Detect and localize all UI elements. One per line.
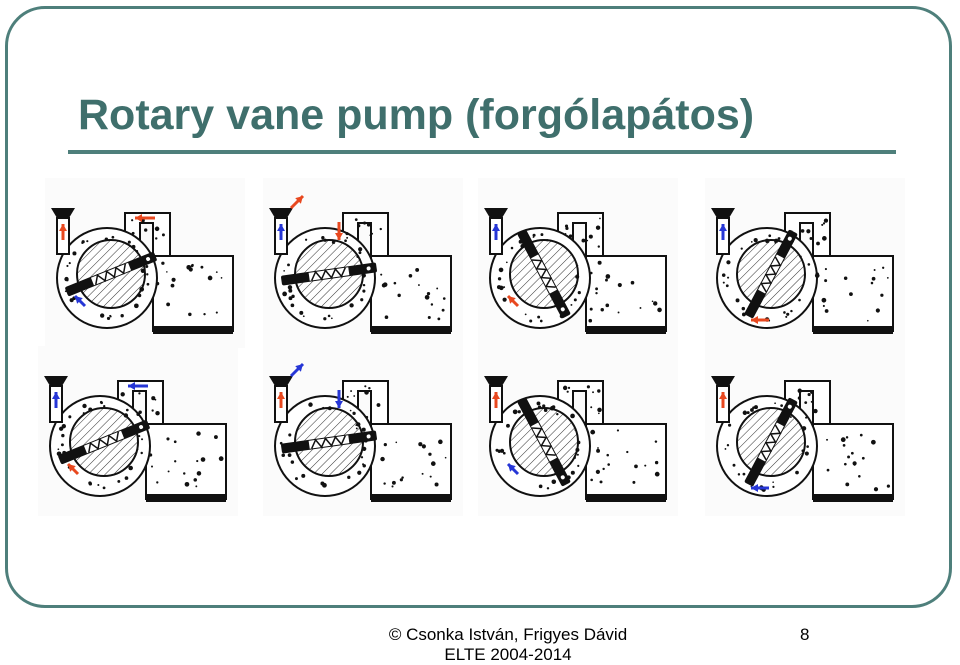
red-flow-arrow	[59, 224, 67, 240]
blue-flow-arrow	[335, 390, 343, 408]
blue-flow-arrow	[289, 362, 305, 378]
pump-panel	[263, 346, 463, 516]
rotor-vane	[744, 229, 798, 319]
rotor-vane	[517, 397, 571, 487]
red-flow-arrow	[492, 392, 500, 408]
rotor-vane	[58, 419, 150, 465]
page-number: 8	[800, 625, 810, 644]
red-flow-arrow	[335, 222, 343, 240]
blue-flow-arrow	[492, 224, 500, 240]
title-underline	[68, 150, 896, 154]
pump-panel	[478, 346, 678, 516]
blue-flow-arrow	[52, 392, 60, 408]
blue-flow-arrow	[73, 294, 87, 308]
slide-title: Rotary vane pump (forgólapátos)	[78, 91, 755, 139]
footer-credit-line1: © Csonka István, Frigyes Dávid	[388, 625, 628, 644]
blue-flow-arrow	[506, 462, 520, 476]
blue-flow-arrow	[277, 224, 285, 240]
footer-credit: © Csonka István, Frigyes Dávid ELTE 2004…	[380, 625, 636, 665]
pump-panel	[38, 346, 238, 516]
rotor-vane	[744, 397, 798, 487]
red-flow-arrow	[289, 194, 305, 210]
rotor-vane	[281, 430, 377, 454]
pump-panel	[705, 346, 905, 516]
red-flow-arrow	[719, 392, 727, 408]
pump-panel	[263, 178, 463, 348]
red-flow-arrow	[277, 392, 285, 408]
pump-panel	[45, 178, 245, 348]
red-flow-arrow	[135, 214, 155, 222]
blue-flow-arrow	[128, 382, 148, 390]
rotor-vane	[65, 251, 157, 297]
footer-credit-line2: ELTE 2004-2014	[444, 645, 572, 664]
red-flow-arrow	[751, 316, 769, 324]
pump-panel	[705, 178, 905, 348]
blue-flow-arrow	[719, 224, 727, 240]
pump-panel	[478, 178, 678, 348]
red-flow-arrow	[506, 294, 520, 308]
rotor-vane	[281, 262, 377, 286]
red-flow-arrow	[66, 462, 80, 476]
rotor-vane	[517, 229, 571, 319]
blue-flow-arrow	[751, 484, 769, 492]
